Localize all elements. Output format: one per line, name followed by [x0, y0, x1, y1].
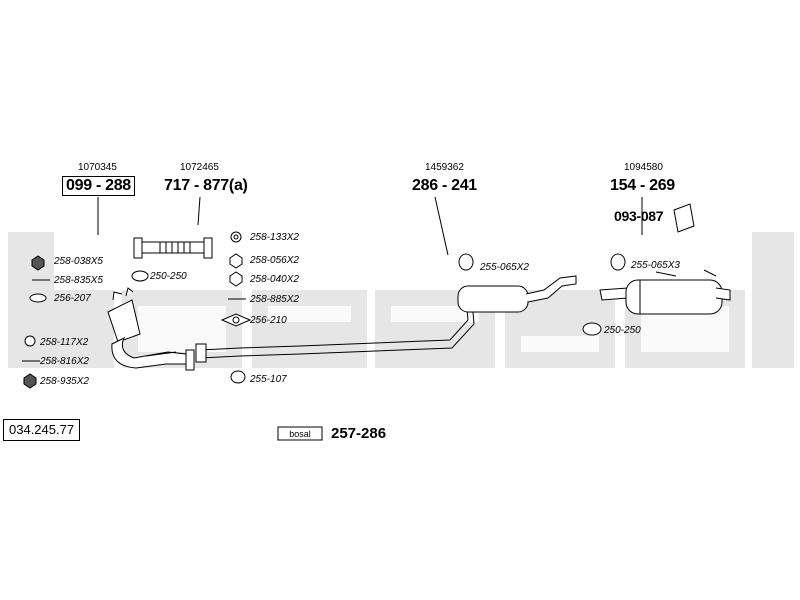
clamp-icon — [131, 270, 149, 282]
hardware-label[interactable]: 255-065X3 — [631, 260, 680, 271]
mounting-bracket-icon — [673, 203, 695, 233]
hardware-label[interactable]: 258-835X5 — [54, 275, 103, 286]
hardware-label[interactable]: 258-056X2 — [250, 255, 299, 266]
hardware-label[interactable]: 258-885X2 — [250, 294, 299, 305]
nut-icon — [229, 253, 243, 269]
part-number-3[interactable]: 286 - 241 — [412, 177, 477, 194]
ref-number-4: 1094580 — [624, 162, 663, 173]
kit-brand-logo: bosal — [289, 429, 311, 439]
fitting-kit-part-number[interactable]: 257-286 — [331, 425, 387, 442]
nut-icon — [23, 373, 37, 389]
hardware-label[interactable]: 258-816X2 — [40, 356, 89, 367]
hardware-label[interactable]: 258-133X2 — [250, 232, 299, 243]
hardware-label[interactable]: 258-038X5 — [54, 256, 103, 267]
ref-number-1: 1070345 — [78, 162, 117, 173]
flex-pipe — [133, 237, 213, 259]
catalytic-converter-pipe — [107, 287, 195, 371]
catalog-number: 034.245.77 — [3, 419, 81, 441]
ref-number-2: 1072465 — [180, 162, 219, 173]
clamp-icon — [582, 322, 602, 336]
washer-icon — [24, 335, 36, 347]
gasket-ring-icon — [29, 293, 47, 303]
bracket-part-number[interactable]: 093-087 — [614, 208, 664, 224]
nut-icon — [229, 271, 243, 287]
hardware-label[interactable]: 258-935X2 — [40, 376, 89, 387]
part-number-1[interactable]: 099 - 288 — [62, 176, 135, 196]
rear-muffler — [599, 269, 731, 315]
ref-number-3: 1459362 — [425, 162, 464, 173]
hardware-label[interactable]: 255-065X2 — [480, 262, 529, 273]
center-pipe — [195, 297, 475, 363]
center-muffler — [457, 275, 577, 313]
hardware-label[interactable]: 250-250 — [604, 325, 641, 336]
hardware-label[interactable]: 256-207 — [54, 293, 91, 304]
rubber-hanger-icon — [458, 253, 474, 271]
rubber-hanger-icon — [230, 370, 246, 384]
nut-icon — [31, 255, 45, 271]
fitting-kit-box-icon — [277, 426, 323, 441]
hardware-label[interactable]: 258-040X2 — [250, 274, 299, 285]
rubber-hanger-icon — [610, 253, 626, 271]
hardware-label[interactable]: 255-107 — [250, 374, 287, 385]
part-number-4[interactable]: 154 - 269 — [610, 177, 675, 194]
hardware-label[interactable]: 258-117X2 — [40, 337, 89, 348]
part-number-2[interactable]: 717 - 877(a) — [164, 177, 248, 194]
hardware-label[interactable]: 250-250 — [150, 271, 187, 282]
hardware-label[interactable]: 256-210 — [250, 315, 287, 326]
